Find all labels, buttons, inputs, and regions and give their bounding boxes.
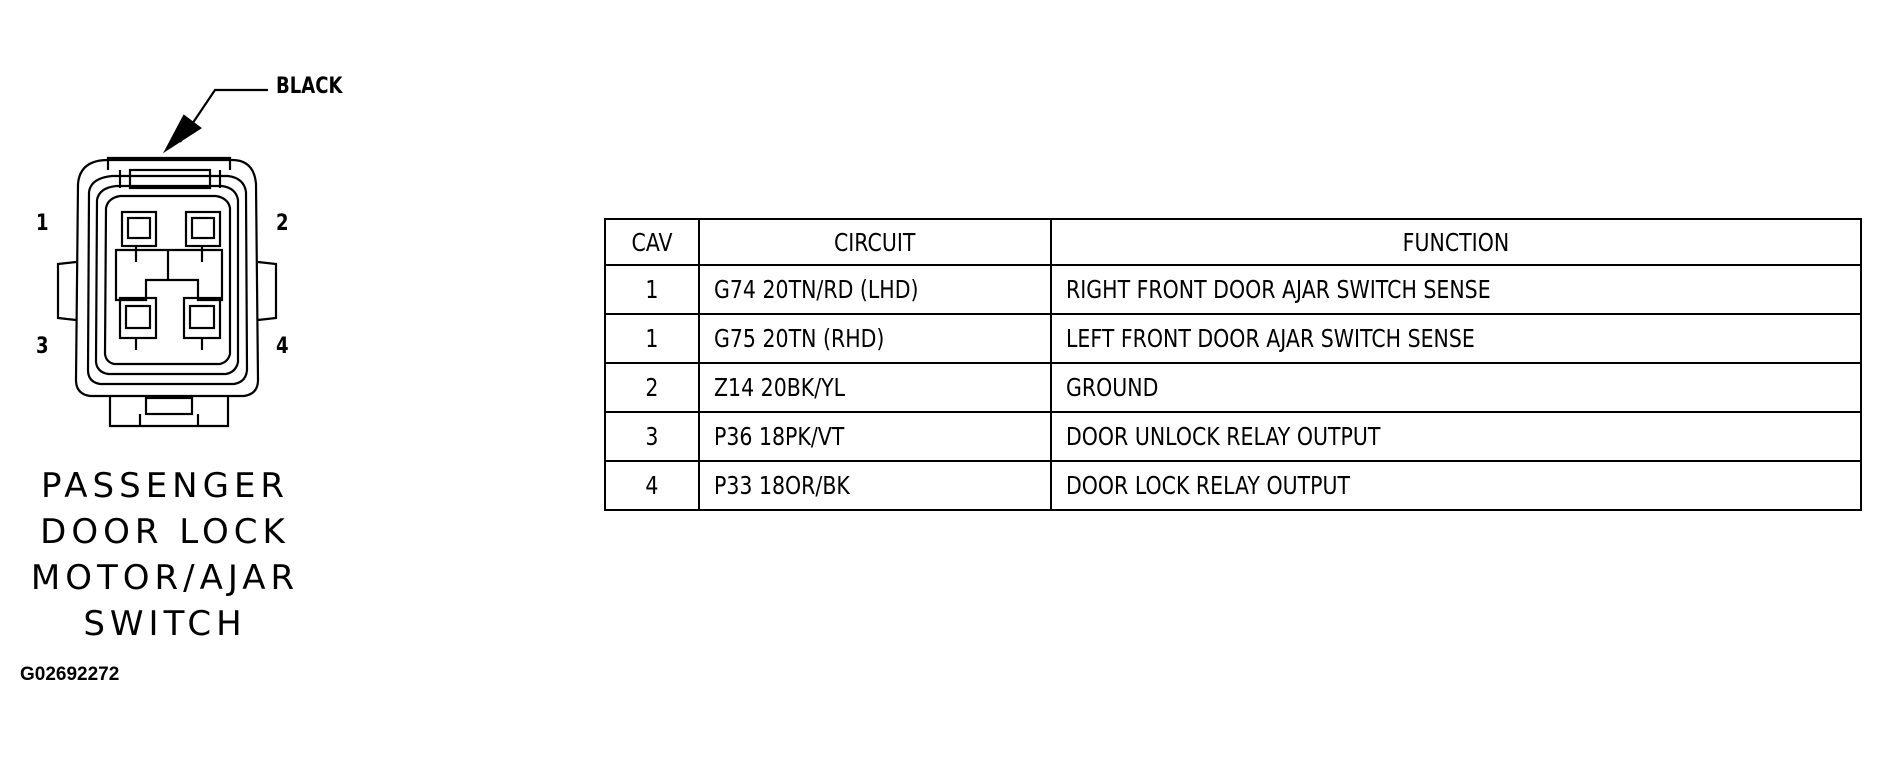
- connector-name-line: SWITCH: [83, 604, 247, 644]
- terminal-cavity-3: [118, 296, 158, 350]
- connector-name-line: DOOR LOCK: [40, 512, 290, 552]
- terminal-cavity-4: [182, 296, 222, 350]
- pin-label-4: 4: [276, 334, 289, 359]
- cav-cell: 1: [604, 264, 700, 315]
- function-cell: GROUND: [1050, 362, 1862, 413]
- table-row: 4 P33 18OR/BK DOOR LOCK RELAY OUTPUT: [604, 460, 1862, 511]
- function-cell: LEFT FRONT DOOR AJAR SWITCH SENSE: [1050, 313, 1862, 364]
- connector-name: PASSENGER DOOR LOCK MOTOR/AJAR SWITCH: [20, 463, 310, 647]
- cav-cell: 1: [604, 313, 700, 364]
- header-circuit: CIRCUIT: [698, 218, 1052, 266]
- cav-cell: 3: [604, 411, 700, 462]
- table-row: 1 G74 20TN/RD (LHD) RIGHT FRONT DOOR AJA…: [604, 264, 1862, 315]
- cav-cell: 4: [604, 460, 700, 511]
- function-cell: DOOR LOCK RELAY OUTPUT: [1050, 460, 1862, 511]
- circuit-cell: G74 20TN/RD (LHD): [698, 264, 1052, 315]
- circuit-cell: Z14 20BK/YL: [698, 362, 1052, 413]
- header-function: FUNCTION: [1050, 218, 1862, 266]
- pin-label-3: 3: [36, 334, 49, 359]
- table-header-row: CAV CIRCUIT FUNCTION: [604, 218, 1862, 266]
- pin-label-2: 2: [276, 211, 289, 236]
- color-leader-arrow: [163, 88, 268, 154]
- pin-label-1: 1: [36, 211, 49, 236]
- figure-id: G02692272: [20, 664, 120, 685]
- connector-housing: [56, 158, 278, 428]
- table-row: 3 P36 18PK/VT DOOR UNLOCK RELAY OUTPUT: [604, 411, 1862, 462]
- pinout-table: CAV CIRCUIT FUNCTION 1 G74 20TN/RD (LHD)…: [604, 218, 1862, 511]
- table-row: 2 Z14 20BK/YL GROUND: [604, 362, 1862, 413]
- circuit-cell: P33 18OR/BK: [698, 460, 1052, 511]
- circuit-cell: P36 18PK/VT: [698, 411, 1052, 462]
- connector-latch: [106, 156, 232, 190]
- connector-drawing: [56, 88, 278, 428]
- cav-cell: 2: [604, 362, 700, 413]
- table-row: 1 G75 20TN (RHD) LEFT FRONT DOOR AJAR SW…: [604, 313, 1862, 364]
- function-cell: RIGHT FRONT DOOR AJAR SWITCH SENSE: [1050, 264, 1862, 315]
- connector-name-line: MOTOR/AJAR: [30, 558, 300, 598]
- terminal-cavity-2: [184, 210, 222, 262]
- circuit-cell: G75 20TN (RHD): [698, 313, 1052, 364]
- connector-name-line: PASSENGER: [40, 466, 290, 506]
- connector-cavity-frame: [114, 248, 224, 302]
- function-cell: DOOR UNLOCK RELAY OUTPUT: [1050, 411, 1862, 462]
- header-cav: CAV: [604, 218, 700, 266]
- terminal-cavity-1: [120, 210, 158, 262]
- wire-color-label: BLACK: [276, 74, 343, 99]
